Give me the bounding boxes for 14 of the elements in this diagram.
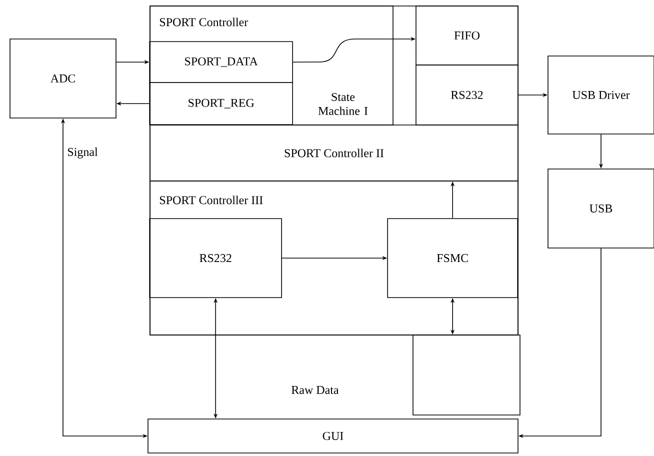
block-box: FIFO [416, 6, 518, 66]
module-box [412, 334, 520, 416]
block-box: RS232 [149, 218, 282, 298]
block-box: USB [548, 168, 654, 248]
block-box: SPORT_DATA [149, 41, 293, 83]
block-box: FSMC [387, 218, 518, 298]
block-box: SPORT_REG [149, 82, 293, 125]
block-box: ADC [10, 38, 116, 118]
controller-band: SPORT Controller II [150, 124, 518, 182]
edge-label: Signal [66, 146, 99, 160]
block-box: USB Driver [548, 56, 654, 134]
block-box: GUI [148, 418, 518, 454]
block-box: RS232 [416, 64, 518, 126]
note-label: Raw Data [292, 386, 339, 394]
